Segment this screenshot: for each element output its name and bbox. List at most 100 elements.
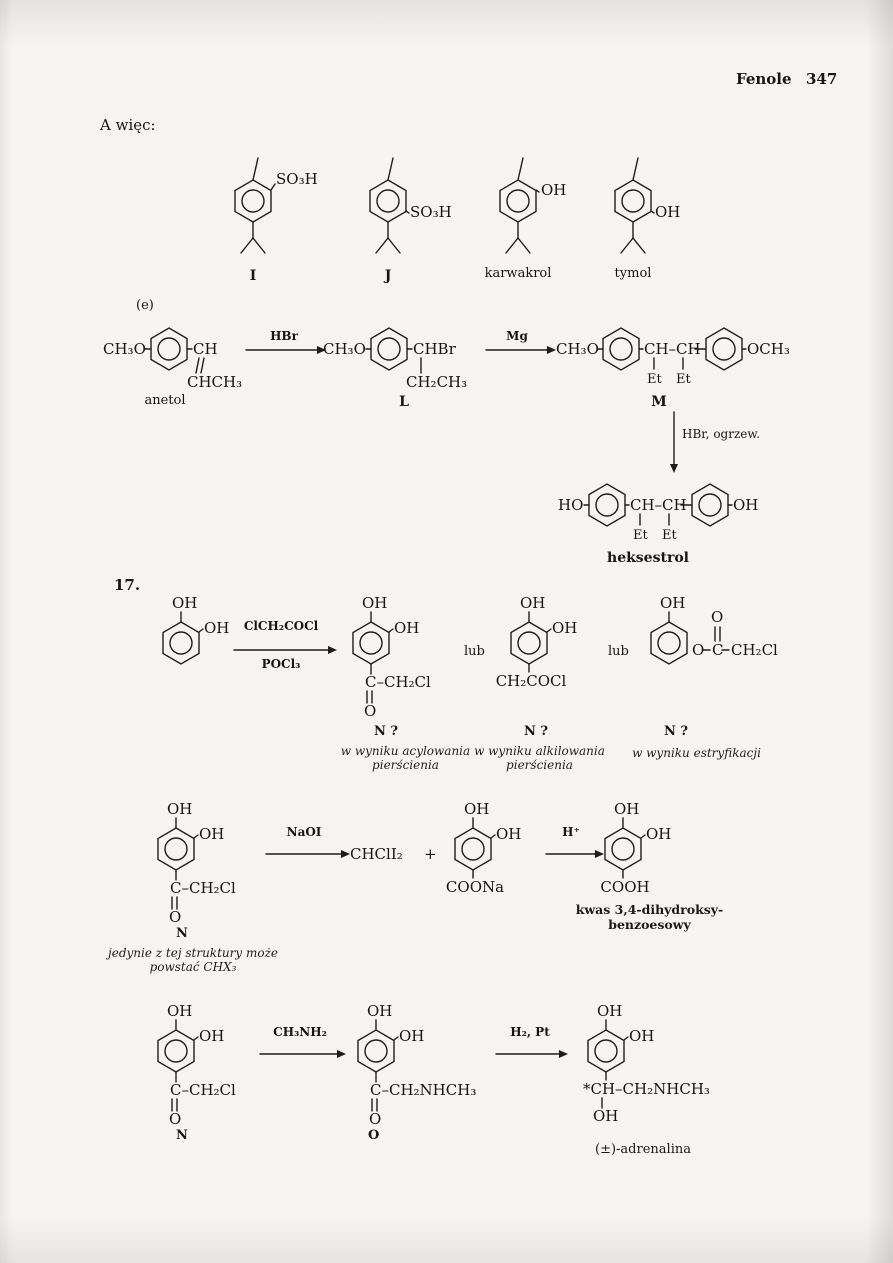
- structure-O: OH OH C–CH₂NHCH₃ O: [357, 1002, 476, 1128]
- arrowhead: [547, 346, 556, 354]
- oh-text: OH: [199, 825, 224, 843]
- caption-N-note: jedynie z tej struktury może powstać CHX…: [68, 946, 318, 974]
- structure-label-O: O: [368, 1128, 380, 1143]
- structure-L: CH₃O CHBr CH₂CH₃ L: [323, 327, 467, 410]
- benzene-ring: [588, 483, 626, 527]
- methoxy-text: CH₃O: [556, 340, 599, 358]
- oh-text: OH: [660, 594, 685, 612]
- structure-label: heksestrol: [607, 550, 689, 566]
- bonds: [601, 1019, 629, 1109]
- caption-line: (±)-adrenalina: [595, 1142, 691, 1157]
- section-17-label: 17.: [114, 576, 141, 594]
- benzene-ring: [157, 1029, 195, 1073]
- substituent-text: SO₃H: [276, 170, 318, 188]
- reagent-text: HBr, ogrzew.: [682, 427, 760, 441]
- amide-chain-text: C–CH₂NHCH₃: [370, 1081, 476, 1099]
- acyl-chain-text: C–CH₂Cl: [365, 673, 431, 691]
- reagent-text: H⁺: [562, 825, 580, 839]
- caption-line: powstać CHX₃: [149, 960, 237, 974]
- structure-product-ester: OH O C CH₂Cl O: [650, 594, 778, 665]
- oh-text: OH: [362, 594, 387, 612]
- alkyl-chain-text: CH₂COCl: [496, 672, 567, 690]
- oh-text: OH: [593, 1107, 618, 1125]
- arrowhead: [328, 646, 337, 654]
- carbonyl-o-text: O: [369, 1110, 381, 1128]
- oh-text: OH: [394, 619, 419, 637]
- structure-label-N: N: [176, 926, 188, 941]
- benzene-ring: [650, 621, 688, 665]
- bonds: [171, 1019, 199, 1112]
- structure-anetol: CH₃O CH CHCH₃ anetol: [103, 327, 242, 408]
- caption-kwas: kwas 3,4-dihydroksy- benzoesowy: [552, 902, 747, 932]
- ethyl-text: Et: [647, 372, 662, 387]
- reagent-text: NaOI: [287, 825, 322, 839]
- bonds: [144, 348, 205, 374]
- structure-adrenalina: OH OH *CH–CH₂NHCH₃ OH: [583, 1002, 710, 1125]
- reaction-arrow-acylation: ClCH₂COCl POCl₃: [233, 619, 337, 671]
- carboxylate-text: COONa: [446, 878, 504, 896]
- bonds: [240, 157, 276, 254]
- benzene-ring: [510, 621, 548, 665]
- caption-line: kwas 3,4-dihydroksy-: [575, 902, 724, 917]
- carbonyl-o-text: O: [169, 908, 181, 926]
- arrowhead: [317, 346, 326, 354]
- reagent-text: CH₃NH₂: [273, 1025, 327, 1039]
- oh-text: OH: [199, 1027, 224, 1045]
- reagent-text: POCl₃: [262, 657, 301, 671]
- oh-text: OH: [520, 594, 545, 612]
- substituent-text: OH: [655, 203, 680, 221]
- page-number: 347: [806, 70, 838, 88]
- bonds: [375, 157, 410, 254]
- oh-text: OH: [167, 800, 192, 818]
- benzene-ring: [234, 179, 272, 223]
- carbonyl-c-text: C: [712, 641, 723, 659]
- oh-text: OH: [733, 496, 758, 514]
- structure-heksestrol: HO CH–CH OH Et Et heksestrol: [558, 483, 758, 566]
- plus-sign: +: [424, 845, 437, 863]
- reagent-text: HBr: [270, 329, 298, 343]
- benzene-ring: [614, 179, 652, 223]
- carbonyl-o-text: O: [364, 702, 376, 720]
- bonds: [528, 611, 552, 673]
- question-label: N ?: [374, 724, 399, 739]
- reaction-arrow-ch3nh2: CH₃NH₂: [259, 1025, 346, 1058]
- oh-text: OH: [496, 825, 521, 843]
- bonds: [171, 817, 199, 910]
- reaction-arrow-hplus: H⁺: [545, 825, 604, 858]
- carbonyl-o-text: O: [711, 608, 723, 626]
- bonds: [505, 157, 540, 254]
- structure-label: I: [250, 268, 257, 284]
- structure-label-N: N: [176, 1128, 188, 1143]
- benzene-ring: [691, 483, 729, 527]
- structure-cooh: OH OH COOH: [600, 800, 671, 896]
- benzene-ring: [162, 621, 200, 665]
- structure-product-acylation: OH OH C–CH₂Cl O: [352, 594, 431, 720]
- structure-coona: OH OH COONa: [446, 800, 521, 896]
- ethyl-text: Et: [633, 528, 648, 543]
- scan-edge-left: [0, 0, 12, 1263]
- oh-text: OH: [367, 1002, 392, 1020]
- question-label: N ?: [664, 724, 689, 739]
- structure-label: anetol: [144, 393, 185, 408]
- arrowhead: [559, 1050, 568, 1058]
- lub-text: lub: [608, 644, 629, 659]
- chain-text: CH₂Cl: [731, 641, 778, 659]
- oh-text: OH: [464, 800, 489, 818]
- structure-label: tymol: [615, 266, 652, 281]
- reaction-arrow-hbr: HBr: [245, 329, 326, 354]
- caption-line: w wyniku estryfikacji: [632, 746, 761, 760]
- reagent-text: Mg: [506, 329, 528, 343]
- caption-line: pierścienia: [506, 758, 573, 772]
- methoxy-text: CH₃O: [103, 340, 146, 358]
- ethyl-text: Et: [662, 528, 677, 543]
- bonds: [668, 611, 730, 651]
- caption-acylation: w wyniku acylowania pierścienia: [318, 744, 493, 772]
- substituent-text: OH: [541, 181, 566, 199]
- reagent-text: H₂, Pt: [510, 1025, 550, 1039]
- oh-text: OH: [399, 1027, 424, 1045]
- oh-text: OH: [167, 1002, 192, 1020]
- benzene-ring: [602, 327, 640, 371]
- oh-text: OH: [552, 619, 577, 637]
- caption-line: benzoesowy: [608, 917, 691, 932]
- benzene-ring: [705, 327, 743, 371]
